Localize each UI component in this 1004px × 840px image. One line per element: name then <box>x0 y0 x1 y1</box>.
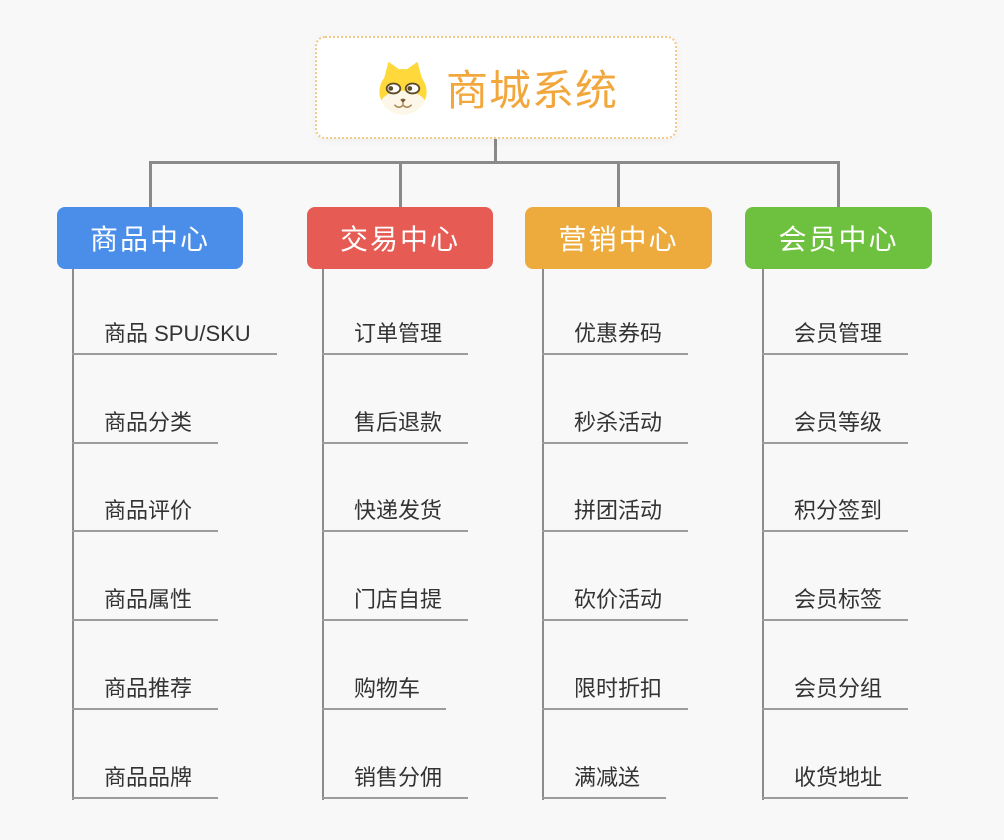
leaf-item[interactable]: 商品推荐 <box>72 676 219 710</box>
connector-branch-line <box>72 269 74 800</box>
root-node[interactable]: 商城系统 <box>315 36 677 139</box>
leaf-item[interactable]: 收货地址 <box>762 765 909 799</box>
leaf-item[interactable]: 商品品牌 <box>72 765 219 799</box>
leaf-item[interactable]: 会员分组 <box>762 676 909 710</box>
leaf-item[interactable]: 会员标签 <box>762 587 909 621</box>
connector-branch-line <box>322 269 324 800</box>
leaf-item[interactable]: 商品属性 <box>72 587 219 621</box>
dog-face-icon <box>374 59 432 117</box>
connector-root-stub <box>494 139 497 164</box>
leaf-item[interactable]: 会员管理 <box>762 321 909 355</box>
branch-box-product-center[interactable]: 商品中心 <box>57 207 243 269</box>
leaf-item[interactable]: 满减送 <box>542 765 667 799</box>
leaf-item[interactable]: 优惠券码 <box>542 321 689 355</box>
leaf-item[interactable]: 门店自提 <box>322 587 469 621</box>
leaf-item[interactable]: 订单管理 <box>322 321 469 355</box>
connector-branch-line <box>542 269 544 800</box>
leaf-item[interactable]: 限时折扣 <box>542 676 689 710</box>
branch-label: 营销中心 <box>558 224 679 255</box>
branch-box-trade-center[interactable]: 交易中心 <box>307 207 493 269</box>
leaf-item[interactable]: 商品评价 <box>72 498 219 532</box>
connector-rail <box>149 161 840 164</box>
connector-branch-line <box>762 269 764 800</box>
leaf-item[interactable]: 快递发货 <box>322 498 469 532</box>
leaf-item[interactable]: 秒杀活动 <box>542 410 689 444</box>
branch-label: 商品中心 <box>89 224 210 255</box>
leaf-item[interactable]: 拼团活动 <box>542 498 689 532</box>
branch-box-member-center[interactable]: 会员中心 <box>745 207 932 269</box>
leaf-item[interactable]: 积分签到 <box>762 498 909 532</box>
branch-label: 会员中心 <box>778 224 899 255</box>
connector-drop <box>149 161 152 208</box>
connector-drop <box>837 161 840 208</box>
leaf-item[interactable]: 购物车 <box>322 676 447 710</box>
leaf-item[interactable]: 售后退款 <box>322 410 469 444</box>
leaf-item[interactable]: 商品 SPU/SKU <box>72 321 277 355</box>
connector-drop <box>399 161 402 208</box>
connector-drop <box>617 161 620 208</box>
leaf-item[interactable]: 砍价活动 <box>542 587 689 621</box>
root-title: 商城系统 <box>445 67 618 114</box>
leaf-item[interactable]: 销售分佣 <box>322 765 469 799</box>
leaf-item[interactable]: 商品分类 <box>72 410 219 444</box>
branch-box-marketing-center[interactable]: 营销中心 <box>525 207 712 269</box>
branch-label: 交易中心 <box>339 224 460 255</box>
leaf-item[interactable]: 会员等级 <box>762 410 909 444</box>
